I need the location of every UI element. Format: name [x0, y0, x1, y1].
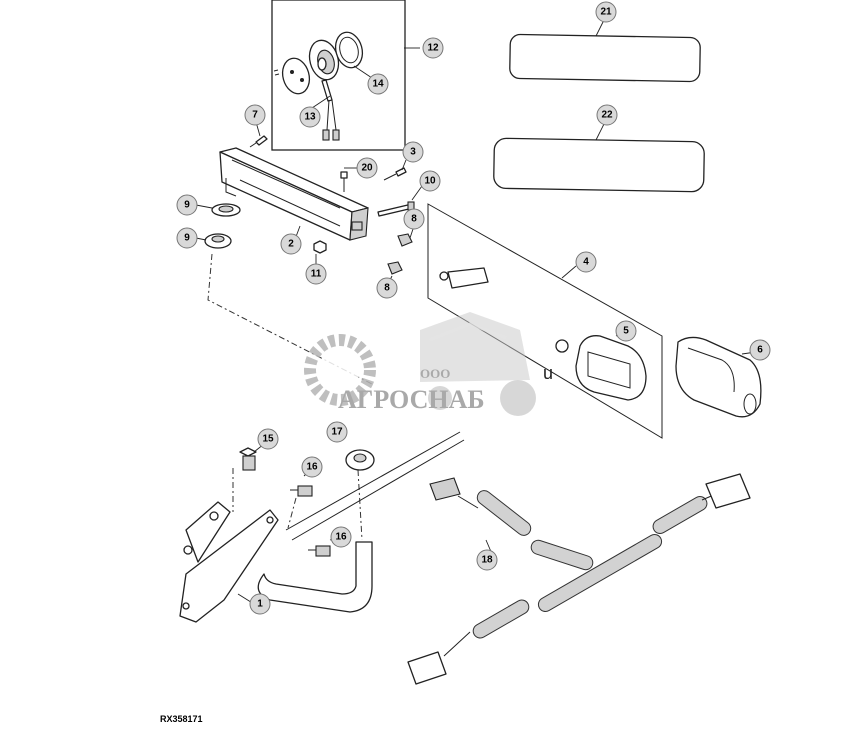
part-4-socket — [439, 267, 489, 289]
callout-14: 14 — [367, 73, 389, 95]
watermark-logo — [304, 312, 536, 416]
svg-text:14: 14 — [372, 79, 384, 90]
svg-text:21: 21 — [600, 7, 612, 18]
callout-15: 15 — [257, 428, 279, 450]
watermark-trailing-letter: u — [543, 363, 553, 383]
svg-text:10: 10 — [424, 176, 436, 187]
svg-text:4: 4 — [583, 257, 589, 268]
svg-text:5: 5 — [623, 326, 629, 337]
part-5-lamp — [555, 335, 647, 401]
svg-text:17: 17 — [331, 427, 343, 438]
callout-18: 18 — [476, 549, 498, 571]
part-14-reflector — [334, 31, 364, 69]
part-3-screw — [383, 167, 407, 181]
svg-text:6: 6 — [757, 345, 763, 356]
svg-text:16: 16 — [306, 462, 318, 473]
svg-text:11: 11 — [311, 269, 322, 280]
callout-8-lower: 8 — [376, 277, 398, 299]
svg-text:16: 16 — [335, 532, 347, 543]
callout-10: 10 — [419, 170, 441, 192]
watermark-prefix: ООО — [420, 366, 450, 381]
part-16-bolt-upper — [290, 485, 313, 497]
part-8-clip-upper — [397, 233, 413, 247]
svg-text:9: 9 — [184, 200, 190, 211]
part-11-nut — [313, 240, 327, 254]
svg-text:8: 8 — [384, 283, 390, 294]
part-21-decal — [509, 33, 701, 83]
svg-text:2: 2 — [288, 239, 294, 250]
callout-21: 21 — [595, 1, 617, 23]
callout-9-lower: 9 — [176, 227, 198, 249]
part-1-mount-bracket — [179, 431, 465, 623]
svg-text:18: 18 — [481, 555, 493, 566]
callout-9-upper: 9 — [176, 194, 198, 216]
part-18-wiring-harness — [407, 473, 751, 685]
part-16-bolt-lower — [308, 545, 331, 557]
drawing-reference-code: RX358171 — [160, 714, 203, 724]
callout-1: 1 — [249, 593, 271, 615]
callout-17: 17 — [326, 421, 348, 443]
part-20-screw — [340, 171, 348, 192]
part-22-decal — [493, 137, 705, 193]
watermark-name: АГРОСНАБ — [338, 385, 485, 414]
part-9-grommet-lower — [204, 233, 232, 249]
svg-text:8: 8 — [411, 214, 417, 225]
callout-6: 6 — [749, 339, 771, 361]
svg-text:13: 13 — [304, 112, 316, 123]
part-8-clip-lower — [387, 261, 403, 275]
part-2-light-bar — [219, 147, 369, 241]
svg-text:1: 1 — [257, 599, 263, 610]
inset-frame-12 — [271, 0, 406, 151]
callout-4: 4 — [575, 251, 597, 273]
svg-text:3: 3 — [410, 147, 416, 158]
svg-text:9: 9 — [184, 233, 190, 244]
callout-8-upper: 8 — [403, 208, 425, 230]
callout-16-upper: 16 — [301, 456, 323, 478]
svg-text:7: 7 — [252, 110, 258, 121]
part-7-screw — [249, 135, 268, 148]
svg-text:15: 15 — [262, 434, 274, 445]
part-13-lens — [273, 57, 311, 95]
part-15-bolt — [239, 447, 257, 471]
callout-7: 7 — [244, 104, 266, 126]
part-12-lamp-housing — [308, 39, 340, 141]
callout-20: 20 — [356, 157, 378, 179]
part-17-grommet — [345, 449, 375, 471]
callout-11: 11 — [305, 263, 327, 285]
callout-5: 5 — [615, 320, 637, 342]
part-9-grommet-upper — [211, 203, 241, 217]
callout-16-lower: 16 — [330, 526, 352, 548]
part-10-bolt — [377, 201, 415, 217]
callout-2: 2 — [280, 233, 302, 255]
callout-3: 3 — [402, 141, 424, 163]
callout-22: 22 — [596, 104, 618, 126]
svg-text:12: 12 — [427, 43, 439, 54]
inset-panel-4 — [427, 203, 663, 439]
svg-text:20: 20 — [361, 163, 373, 174]
callout-13: 13 — [299, 106, 321, 128]
svg-text:22: 22 — [601, 110, 613, 121]
callout-12: 12 — [422, 37, 444, 59]
part-6-cover — [675, 336, 762, 418]
